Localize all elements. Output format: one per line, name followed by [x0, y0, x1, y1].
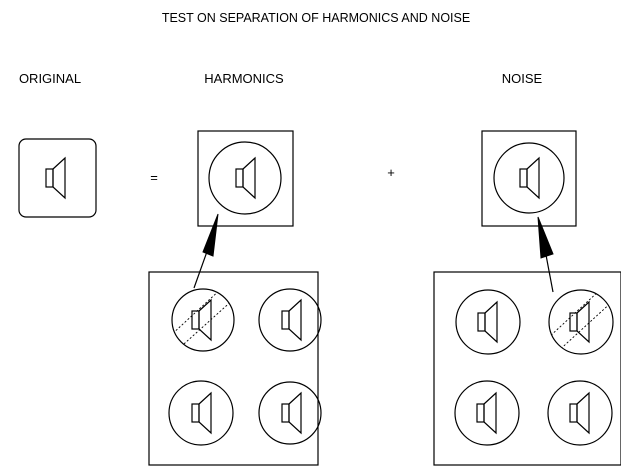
diagram-title: TEST ON SEPARATION OF HARMONICS AND NOIS…: [162, 11, 470, 25]
label-harmonics: HARMONICS: [204, 71, 284, 86]
label-original: ORIGINAL: [19, 71, 81, 86]
speaker-icon: [547, 380, 613, 446]
noise-source-grid: [433, 271, 621, 466]
original-sound-box: [18, 138, 97, 218]
crossed-out-speaker-icon: [548, 289, 614, 355]
harmonics-result-box: [197, 130, 294, 227]
speaker-icon: [235, 157, 256, 199]
speaker-icon: [168, 380, 234, 446]
arrow-icon: [193, 213, 219, 289]
speaker-icon: [519, 157, 540, 199]
speaker-icon: [455, 289, 521, 355]
equals-sign: =: [150, 170, 158, 185]
crossed-out-speaker-icon: [171, 288, 235, 352]
speaker-icon: [258, 381, 322, 445]
harmonics-source-grid: [148, 271, 322, 466]
arrow-icon: [537, 216, 554, 293]
label-noise: NOISE: [502, 71, 543, 86]
noise-result-box: [481, 130, 577, 227]
speaker-icon: [258, 288, 322, 352]
speaker-icon: [45, 157, 66, 199]
plus-sign: +: [387, 165, 395, 180]
speaker-icon: [454, 380, 520, 446]
